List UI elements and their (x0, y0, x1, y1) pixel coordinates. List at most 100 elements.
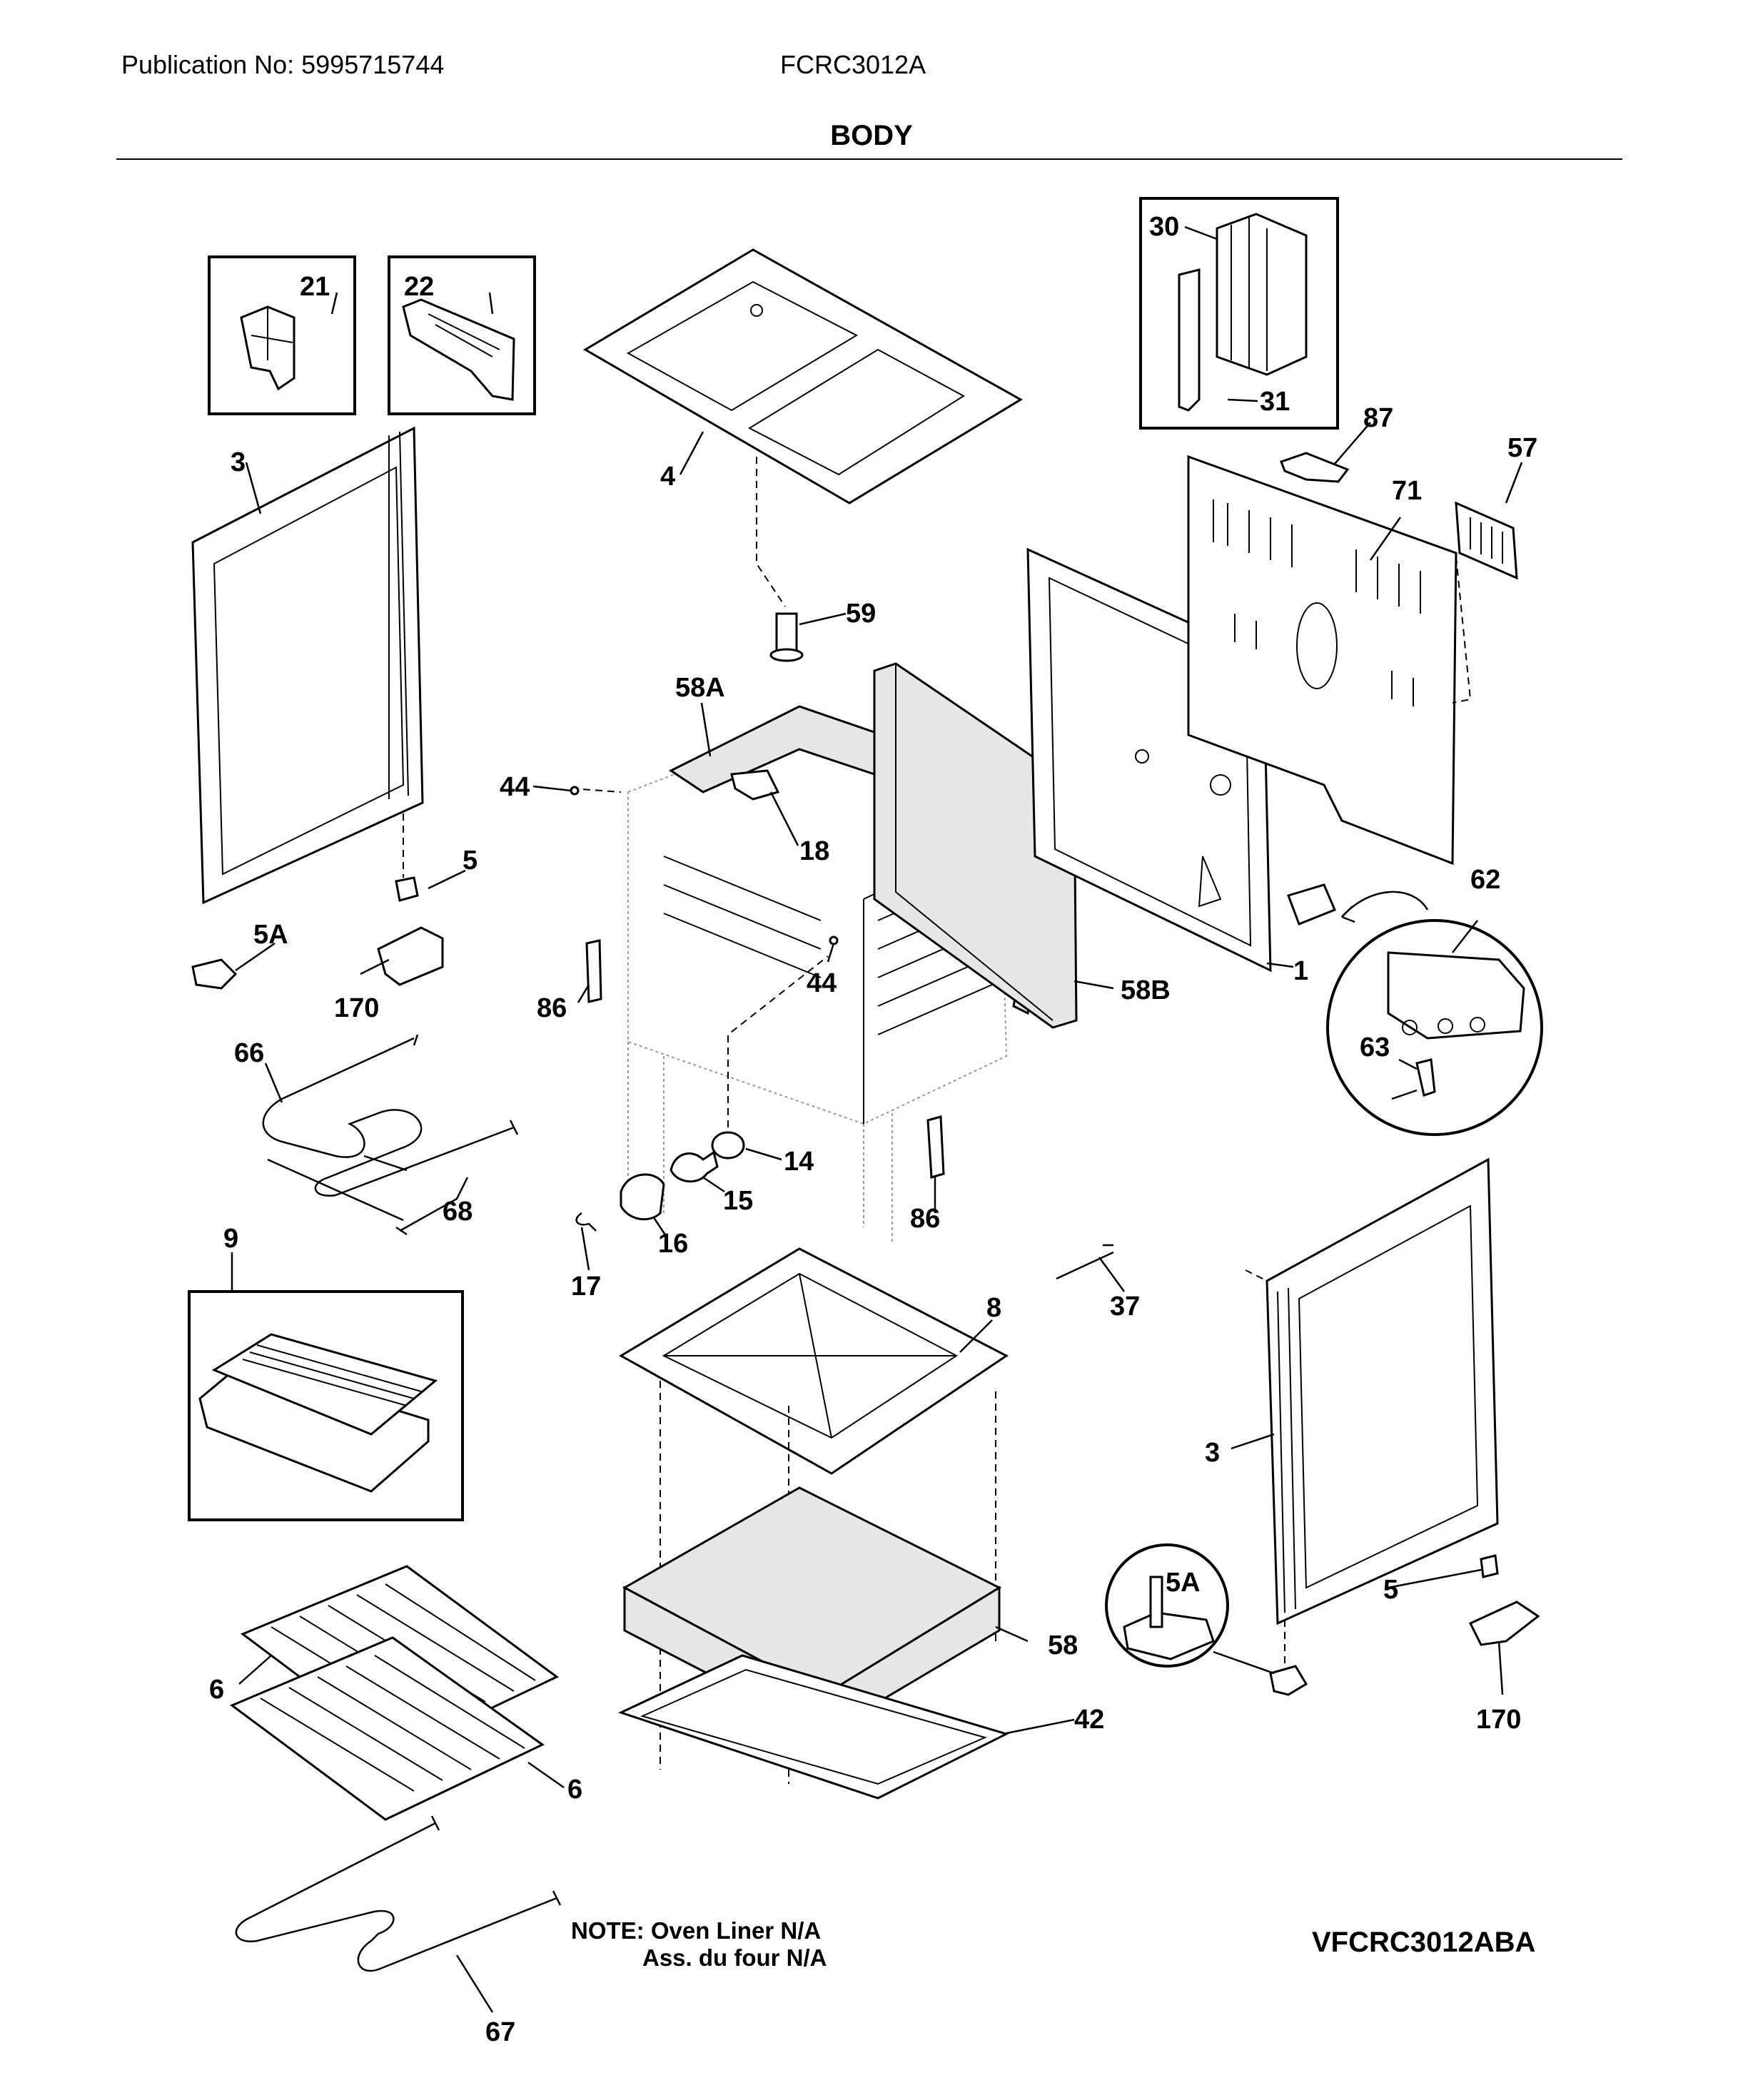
label-5-left: 5 (463, 846, 478, 876)
part-59-spacer (769, 612, 804, 662)
label-3-left: 3 (231, 447, 246, 477)
leader-dash-44 (570, 788, 622, 793)
label-58A: 58A (675, 673, 725, 703)
label-9: 9 (223, 1224, 238, 1254)
part-30-cover (1216, 213, 1308, 376)
section-title: BODY (830, 120, 913, 151)
model-number: FCRC3012A (780, 50, 926, 79)
part-170-bracket-left (377, 926, 444, 986)
header-rule (116, 158, 1622, 160)
label-170-right: 170 (1476, 1705, 1521, 1735)
label-14: 14 (784, 1147, 814, 1177)
part-62-terminal-block (1287, 883, 1429, 925)
inset-box-22 (388, 255, 536, 415)
leader-dash-3 (1245, 1269, 1268, 1282)
part-5-leveler-right (1480, 1554, 1499, 1578)
label-66: 66 (234, 1038, 264, 1068)
part-71-rear-shield (1187, 455, 1457, 866)
label-6-upper: 6 (209, 1675, 224, 1705)
label-31: 31 (1260, 387, 1290, 417)
label-4: 4 (660, 462, 675, 492)
part-15-bulb (670, 1150, 719, 1183)
part-31-bracket (1178, 268, 1201, 412)
detail-circle-62 (1326, 919, 1543, 1136)
part-86-rack-support-a (585, 939, 602, 1003)
part-3-right-side-panel (1265, 1157, 1499, 1625)
part-68-support (267, 1158, 404, 1222)
label-87: 87 (1363, 403, 1393, 433)
label-5A-left: 5A (253, 920, 288, 950)
label-3-right: 3 (1205, 1438, 1220, 1468)
label-67: 67 (485, 2017, 515, 2047)
label-30: 30 (1149, 212, 1179, 242)
leader-dash-14 (727, 955, 829, 1127)
part-170-bracket-right (1468, 1601, 1540, 1646)
leader-lines (231, 225, 1523, 2013)
label-22: 22 (404, 272, 434, 302)
label-42: 42 (1074, 1705, 1104, 1735)
part-6-oven-rack-lower (230, 1636, 545, 1821)
label-1: 1 (1293, 956, 1308, 986)
label-15: 15 (723, 1186, 753, 1216)
label-86-right: 86 (910, 1204, 940, 1234)
part-62-detail (1387, 951, 1525, 1040)
inset-box-21 (208, 255, 356, 415)
label-5-right: 5 (1383, 1575, 1398, 1605)
diagram-code: VFCRC3012ABA (1312, 1927, 1536, 1958)
part-22-bracket (402, 298, 515, 401)
label-8: 8 (986, 1293, 1001, 1323)
detail-circle-5A (1105, 1543, 1229, 1668)
part-14-lamp-socket (711, 1131, 745, 1160)
label-59: 59 (846, 599, 876, 629)
part-21-block (240, 305, 295, 391)
label-37: 37 (1110, 1292, 1140, 1322)
label-44-upper: 44 (500, 772, 530, 802)
part-18-bracket (730, 769, 780, 801)
part-17-wire-clip (575, 1212, 597, 1232)
label-18: 18 (799, 836, 829, 866)
part-5-leveler-left (395, 876, 419, 902)
part-44-screw-b (829, 935, 839, 945)
label-62: 62 (1470, 865, 1500, 895)
part-86-rack-support-b (926, 1115, 945, 1179)
part-5A-foot-right (1269, 1665, 1308, 1696)
label-5A-right: 5A (1166, 1568, 1201, 1598)
label-58: 58 (1048, 1630, 1078, 1660)
part-5A-detail (1123, 1576, 1215, 1660)
inset-box-9 (188, 1290, 464, 1521)
label-68: 68 (443, 1197, 473, 1227)
oven-liner-note: NOTE: Oven Liner N/A Ass. du four N/A (571, 1917, 827, 1972)
part-58B-insulation (873, 662, 1078, 1029)
label-17: 17 (571, 1272, 601, 1302)
part-66-broil-element (262, 1034, 519, 1197)
label-58B: 58B (1121, 975, 1171, 1005)
label-170-left: 170 (334, 993, 379, 1023)
note-line-1: NOTE: Oven Liner N/A (571, 1917, 822, 1944)
part-42-bottom-pan (617, 1654, 1010, 1800)
part-5A-foot-left (191, 958, 238, 990)
leader-5A-detail (1213, 1650, 1275, 1675)
part-16-lamp-cover (620, 1173, 665, 1221)
part-67-bake-element (235, 1815, 562, 1972)
part-4-top-panel (583, 248, 1023, 504)
label-16: 16 (658, 1229, 688, 1259)
part-68-support-ends (363, 1155, 408, 1236)
label-71: 71 (1392, 476, 1422, 506)
part-3-left-side-panel (191, 426, 424, 905)
note-line-2: Ass. du four N/A (642, 1944, 827, 1971)
label-6-lower: 6 (567, 1775, 582, 1805)
label-63: 63 (1360, 1033, 1390, 1062)
label-57: 57 (1507, 433, 1537, 463)
publication-number: Publication No: 5995715744 (121, 50, 445, 79)
inset-box-30-31 (1139, 197, 1339, 430)
part-44-screw-a (570, 786, 580, 796)
part-37-oven-sensor (1056, 1244, 1114, 1280)
part-8-oven-bottom (619, 1247, 1009, 1475)
part-57-vent-cover (1455, 501, 1518, 580)
part-63-terminal-clip (1391, 1058, 1436, 1100)
label-86-left: 86 (537, 993, 567, 1023)
leader-dash-4-59 (756, 457, 786, 607)
part-9-broil-pan (198, 1333, 438, 1493)
label-21: 21 (300, 272, 330, 302)
